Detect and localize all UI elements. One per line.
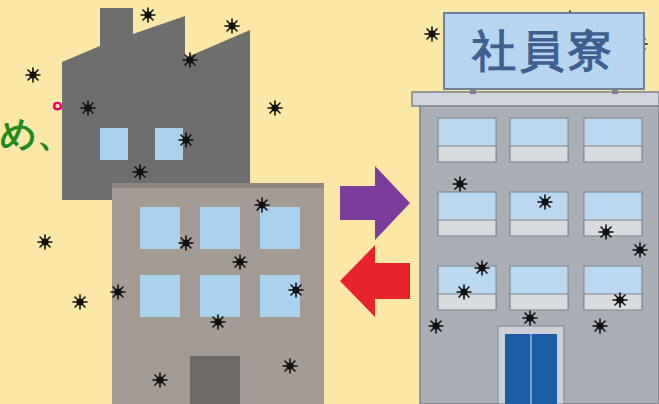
virus: [233, 255, 247, 269]
virus: [73, 295, 87, 309]
dormitory-building: [420, 104, 659, 404]
dorm-balcony: [584, 146, 642, 162]
dorm-balcony: [438, 220, 496, 236]
dorm-balcony: [584, 220, 642, 236]
office-window: [200, 207, 240, 249]
dorm-door: [505, 334, 557, 404]
virus: [613, 293, 627, 307]
virus: [593, 319, 607, 333]
virus: [183, 53, 197, 67]
dorm-balcony: [584, 294, 642, 310]
virus: [268, 101, 282, 115]
virus: [133, 165, 147, 179]
virus: [225, 19, 239, 33]
virus: [425, 27, 439, 41]
dorm-balcony: [510, 294, 568, 310]
virus: [153, 373, 167, 387]
virus: [38, 235, 52, 249]
virus: [211, 315, 225, 329]
office-window: [140, 275, 180, 317]
virus: [283, 359, 297, 373]
virus: [179, 236, 193, 250]
dorm-balcony: [510, 146, 568, 162]
virus: [289, 283, 303, 297]
factory-window: [155, 128, 183, 160]
dorm-door-frame: [498, 326, 564, 404]
arrow-right: [340, 166, 410, 240]
dorm-door-line: [530, 334, 532, 404]
office-window: [140, 207, 180, 249]
virus: [111, 285, 125, 299]
virus: [179, 133, 193, 147]
virus: [255, 198, 269, 212]
virus: [429, 319, 443, 333]
dormitory-roof: [412, 92, 659, 106]
virus-group: [26, 8, 647, 387]
office-door: [190, 356, 240, 404]
virus: [538, 195, 552, 209]
factory-window: [100, 128, 128, 160]
virus: [475, 261, 489, 275]
factory: [62, 8, 250, 200]
office-roof: [112, 183, 324, 188]
virus: [457, 285, 471, 299]
office-window: [200, 275, 240, 317]
dorm-balcony: [438, 146, 496, 162]
virus: [453, 177, 467, 191]
text-fragment: 。: [50, 70, 86, 119]
arrow-left: [340, 245, 410, 317]
virus: [523, 311, 537, 325]
sign-text: 社員寮: [472, 22, 616, 81]
virus: [633, 243, 647, 257]
dormitory-sign: 社員寮: [443, 12, 645, 90]
virus: [141, 8, 155, 22]
text-fragment: め、: [0, 110, 73, 159]
virus: [599, 225, 613, 239]
dorm-balcony: [510, 220, 568, 236]
office-window: [260, 275, 300, 317]
dorm-balcony: [438, 294, 496, 310]
office-building: [112, 183, 324, 404]
office-window: [260, 207, 300, 249]
dormitory-windows: [438, 118, 642, 310]
virus: [26, 68, 40, 82]
